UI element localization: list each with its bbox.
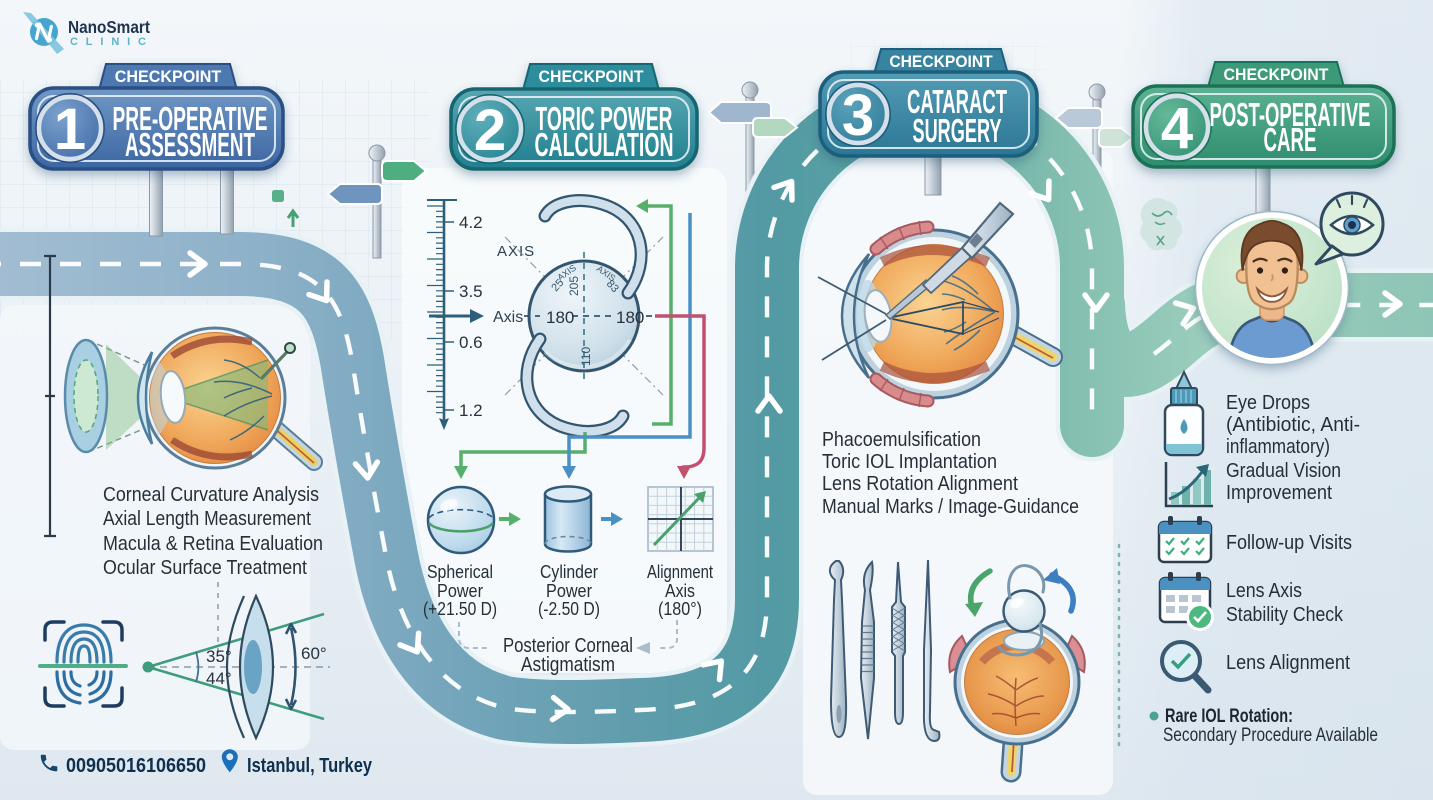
svg-text:Axial Length Measurement: Axial Length Measurement: [103, 508, 311, 530]
svg-text:Power: Power: [437, 580, 483, 601]
svg-text:Axis: Axis: [493, 309, 523, 326]
svg-text:00905016106650: 00905016106650: [66, 755, 206, 777]
svg-text:Manual Marks / Image-Guidance: Manual Marks / Image-Guidance: [822, 496, 1079, 518]
svg-text:Eye Drops: Eye Drops: [1226, 392, 1310, 414]
svg-text:Macula & Retina Evaluation: Macula & Retina Evaluation: [103, 533, 323, 555]
svg-text:PRE-OPERATIVE: PRE-OPERATIVE: [113, 100, 268, 137]
svg-text:ASSESSMENT: ASSESSMENT: [125, 126, 255, 163]
svg-text:Toric IOL Implantation: Toric IOL Implantation: [822, 451, 997, 473]
svg-text:60°: 60°: [301, 644, 327, 663]
svg-text:POST-OPERATIVE: POST-OPERATIVE: [1210, 96, 1371, 133]
svg-text:0.6: 0.6: [459, 333, 483, 352]
svg-text:(+21.50 D): (+21.50 D): [423, 598, 497, 619]
svg-text:CATARACT: CATARACT: [907, 83, 1007, 120]
svg-text:Posterior Corneal: Posterior Corneal: [503, 635, 633, 657]
svg-text:SURGERY: SURGERY: [913, 112, 1002, 149]
svg-text:Istanbul, Turkey: Istanbul, Turkey: [247, 755, 373, 777]
svg-text:Gradual Vision: Gradual Vision: [1226, 460, 1341, 482]
svg-text:1: 1: [54, 97, 86, 162]
svg-text:Improvement: Improvement: [1226, 482, 1332, 504]
svg-text:CHECKPOINT: CHECKPOINT: [1224, 65, 1329, 84]
svg-text:Rare IOL Rotation:: Rare IOL Rotation:: [1165, 706, 1293, 727]
svg-text:Phacoemulsification: Phacoemulsification: [822, 429, 981, 451]
svg-text:Cylinder: Cylinder: [540, 561, 598, 582]
svg-text:180: 180: [546, 308, 574, 327]
svg-text:4.2: 4.2: [459, 213, 483, 232]
svg-text:Stability Check: Stability Check: [1226, 604, 1344, 626]
svg-text:AXIS: AXIS: [497, 243, 535, 260]
svg-text:Lens Alignment: Lens Alignment: [1226, 652, 1350, 674]
svg-text:3: 3: [842, 83, 874, 148]
svg-text:35°: 35°: [206, 647, 232, 666]
svg-text:Corneal Curvature Analysis: Corneal Curvature Analysis: [103, 484, 319, 506]
svg-text:Alignment: Alignment: [647, 561, 713, 582]
svg-text:Follow-up Visits: Follow-up Visits: [1226, 532, 1352, 554]
svg-text:3.5: 3.5: [459, 282, 483, 301]
svg-text:NanoSmart: NanoSmart: [68, 17, 150, 37]
svg-text:Lens Axis: Lens Axis: [1226, 580, 1302, 602]
svg-text:inflammatory): inflammatory): [1226, 436, 1330, 458]
svg-text:205: 205: [567, 276, 581, 296]
svg-text:Secondary Procedure Available: Secondary Procedure Available: [1163, 725, 1378, 746]
svg-text:CHECKPOINT: CHECKPOINT: [115, 67, 222, 86]
svg-text:CHECKPOINT: CHECKPOINT: [889, 52, 993, 71]
svg-text:(180°): (180°): [658, 598, 702, 619]
svg-text:110: 110: [579, 347, 593, 366]
svg-text:44°: 44°: [206, 669, 232, 688]
svg-text:TORIC POWER: TORIC POWER: [536, 100, 673, 137]
svg-text:1.2: 1.2: [459, 401, 483, 420]
svg-text:CALCULATION: CALCULATION: [535, 126, 674, 163]
svg-text:(Antibiotic, Anti-: (Antibiotic, Anti-: [1226, 414, 1360, 436]
svg-text:Power: Power: [546, 580, 592, 601]
svg-text:180: 180: [616, 308, 644, 327]
svg-text:CHECKPOINT: CHECKPOINT: [539, 67, 644, 86]
svg-text:Spherical: Spherical: [427, 561, 493, 582]
svg-text:4: 4: [1161, 96, 1193, 161]
svg-text:(-2.50 D): (-2.50 D): [538, 598, 600, 619]
svg-text:Astigmatism: Astigmatism: [521, 654, 615, 676]
svg-text:CARE: CARE: [1264, 121, 1317, 158]
svg-text:Lens Rotation Alignment: Lens Rotation Alignment: [822, 473, 1018, 495]
svg-text:Ocular Surface Treatment: Ocular Surface Treatment: [103, 557, 307, 579]
svg-text:2: 2: [474, 98, 506, 163]
svg-text:Axis: Axis: [665, 580, 695, 601]
